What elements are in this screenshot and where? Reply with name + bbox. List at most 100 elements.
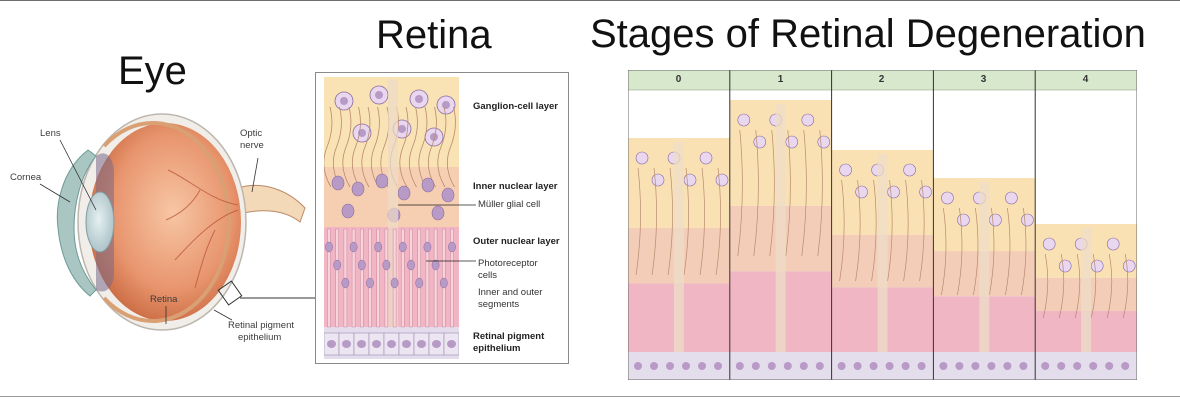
- photoreceptor-segment: [425, 228, 430, 328]
- stage-fiber: [989, 207, 995, 296]
- stage-rpe-nucleus: [783, 362, 792, 370]
- stage-rpe-nucleus: [751, 362, 760, 370]
- stage-glial-column: [1081, 228, 1092, 352]
- stage-rpe-nucleus: [634, 362, 642, 370]
- photoreceptor-nucleus: [407, 259, 415, 271]
- stage-glial-column: [979, 182, 990, 352]
- stage-rpe-nucleus: [869, 362, 878, 370]
- rpe-nucleus: [357, 340, 366, 348]
- stage-fiber: [651, 167, 657, 276]
- stage-rpe-nucleus: [901, 362, 910, 370]
- stage-rpe-nucleus: [714, 362, 722, 370]
- stage-fiber: [839, 179, 845, 282]
- stage-fiber: [785, 129, 791, 257]
- photoreceptor-segment: [351, 228, 356, 328]
- stage-rpe-layer: [933, 352, 1036, 380]
- stage-rpe-nucleus: [815, 362, 824, 370]
- retina-title: Retina: [376, 13, 492, 57]
- stage-ganglion-cell: [699, 151, 713, 165]
- neural-fiber: [370, 106, 380, 188]
- stage-rpe-nucleus: [917, 362, 926, 370]
- rpe-nucleus: [387, 340, 396, 348]
- stage-ganglion-cell: [1042, 237, 1056, 251]
- photoreceptor-segment: [360, 228, 364, 328]
- photoreceptor-nucleus: [390, 277, 399, 289]
- stage-ganglion-cell: [855, 185, 868, 199]
- stage-glial-column: [877, 154, 888, 352]
- inner-nuclear-cell: [441, 187, 455, 203]
- stage-rpe-nucleus: [1057, 362, 1066, 370]
- label-photoreceptor-line1: Photoreceptor: [478, 258, 538, 269]
- photoreceptor-nucleus: [325, 241, 333, 253]
- stage-fiber: [941, 207, 947, 296]
- stage-label-4: 4: [1082, 74, 1089, 85]
- stage-ganglion-cell: [1122, 259, 1136, 273]
- neural-fiber: [399, 106, 409, 188]
- inner-nuclear-cell: [331, 175, 345, 191]
- inner-nuclear-cell: [431, 205, 445, 221]
- neural-fiber: [427, 106, 437, 188]
- stage-ganglion-cell: [817, 135, 831, 149]
- stage-fiber: [1106, 253, 1113, 319]
- neural-fiber: [437, 106, 447, 188]
- label-muller-cell: Müller glial cell: [478, 199, 541, 210]
- muller-glial-cell: [388, 79, 398, 327]
- rpe-nucleus: [372, 340, 381, 348]
- stage-ganglion-cell: [1005, 191, 1018, 205]
- photoreceptor-nucleus: [341, 277, 350, 289]
- stage-fiber: [667, 167, 673, 276]
- stage-rpe-nucleus: [837, 362, 846, 370]
- retina-layer: [102, 121, 231, 323]
- stage-fiber: [801, 129, 807, 257]
- stage-ganglion-cell: [839, 163, 852, 177]
- retina-diagram-panel: Ganglion-cell layer Inner nuclear layer …: [315, 72, 569, 364]
- stage-glial-column: [673, 142, 684, 352]
- top-border: [0, 0, 1180, 1]
- stage-rpe-nucleus: [1089, 362, 1098, 370]
- ganglion-nucleus: [375, 91, 383, 99]
- stage-rpe-nucleus: [650, 362, 658, 370]
- stage-ganglion-cell: [715, 173, 729, 187]
- stage-fiber: [855, 179, 861, 282]
- stage-ganglion-cell: [989, 213, 1002, 227]
- inner-nuclear-cell: [351, 181, 365, 197]
- eye-diagram: [39, 113, 315, 331]
- stage-ganglion-cell: [651, 173, 665, 187]
- stage-rpe-nucleus: [666, 362, 674, 370]
- stage-fiber: [1058, 253, 1065, 319]
- stage-rpe-nucleus: [987, 362, 996, 370]
- rpe-nucleus: [417, 340, 426, 348]
- stage-fiber: [1021, 207, 1027, 296]
- stage-rpe-nucleus: [853, 362, 862, 370]
- stage-rpe-nucleus: [799, 362, 808, 370]
- photoreceptor-segment: [335, 228, 339, 328]
- label-rpe-line2: epithelium: [473, 343, 521, 354]
- ganglion-nucleus: [398, 125, 406, 133]
- stage-ganglion-cell: [887, 185, 900, 199]
- inner-nuclear-cell: [421, 177, 435, 193]
- stage-fiber: [957, 207, 963, 296]
- stage-rpe-nucleus: [971, 362, 980, 370]
- stage-ganglion-cell: [753, 135, 767, 149]
- stages-title: Stages of Retinal Degeneration: [590, 12, 1146, 56]
- stage-ganglion-cell: [941, 191, 954, 205]
- label-segments-line2: segments: [478, 299, 520, 310]
- stage-rpe-layer: [1035, 352, 1137, 380]
- label-inner-nuclear-layer: Inner nuclear layer: [473, 181, 558, 192]
- photoreceptor-nucleus: [423, 241, 432, 253]
- stage-ganglion-cell: [957, 213, 970, 227]
- photoreceptor-segment: [409, 228, 413, 328]
- stage-ganglion-cell: [1090, 259, 1104, 273]
- stage-fiber: [1090, 253, 1097, 319]
- photoreceptor-segment: [384, 228, 389, 328]
- stage-fiber: [903, 179, 909, 282]
- rpe-nucleus: [327, 340, 336, 348]
- inner-nuclear-cell: [341, 203, 355, 219]
- stage-ganglion-cell: [903, 163, 916, 177]
- stage-fiber: [1074, 253, 1081, 319]
- stage-rpe-nucleus: [885, 362, 894, 370]
- rpe-nucleus: [447, 340, 456, 348]
- neural-fiber: [418, 106, 428, 188]
- label-lens: Lens: [40, 128, 61, 139]
- eye-title: Eye: [118, 49, 187, 93]
